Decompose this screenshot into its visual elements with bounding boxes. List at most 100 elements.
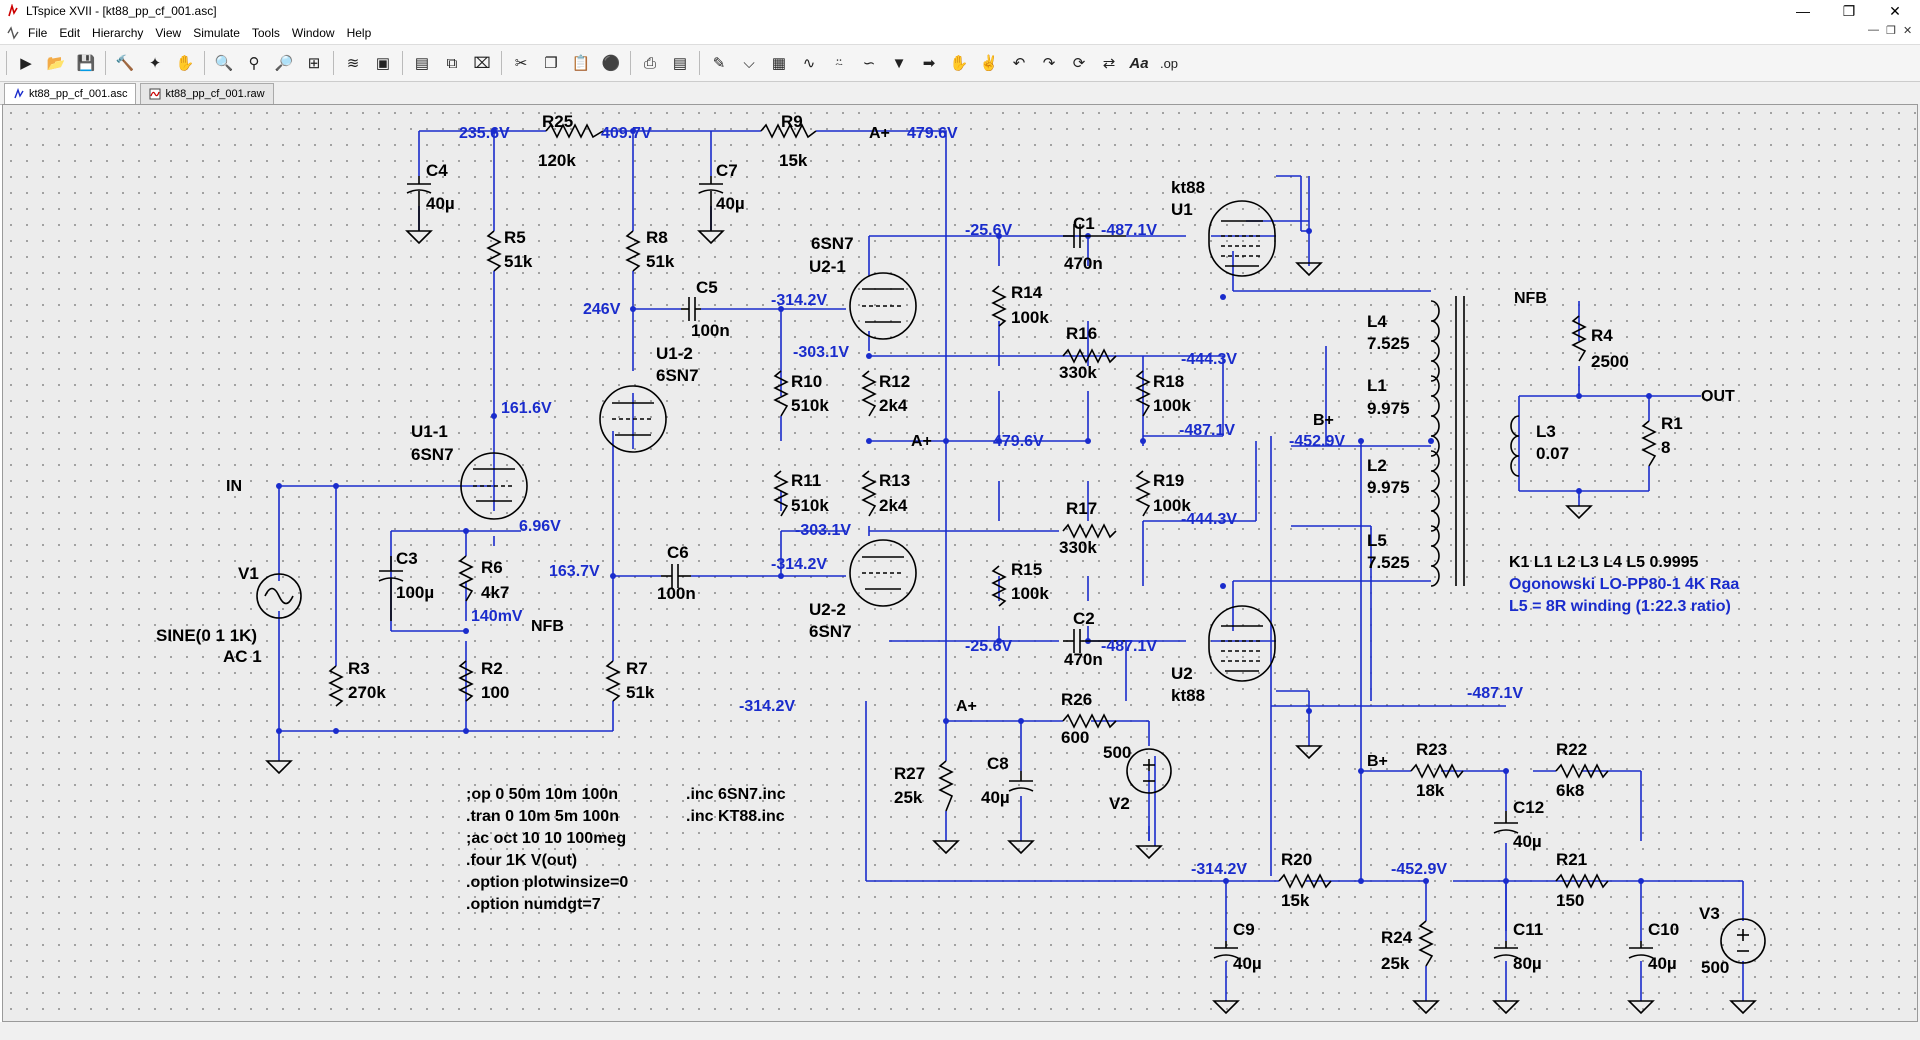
menu-file[interactable]: File xyxy=(28,26,48,40)
close-all-button[interactable]: ⌧ xyxy=(469,50,495,76)
resistor-r16 xyxy=(1062,348,1117,364)
net-label-in: IN xyxy=(226,478,242,495)
menu-hierarchy[interactable]: Hierarchy xyxy=(92,26,144,40)
voltage-label: 161.6V xyxy=(501,400,552,417)
tab-schematic[interactable]: kt88_pp_cf_001.asc xyxy=(4,83,137,104)
schematic-canvas[interactable]: 235.6V 409.7V 479.6V 246V 161.6V 6.96V 1… xyxy=(2,104,1918,1022)
rotate-button[interactable]: ⟳ xyxy=(1066,50,1092,76)
copy-button[interactable]: ❐ xyxy=(538,50,564,76)
find-button[interactable]: ⚫ xyxy=(598,50,624,76)
menu-tools[interactable]: Tools xyxy=(251,26,280,40)
mdi-restore-icon[interactable]: ❐ xyxy=(1886,25,1896,37)
print-setup-button[interactable]: ▤ xyxy=(667,50,693,76)
undo-button[interactable]: ↶ xyxy=(1006,50,1032,76)
tab-waveform[interactable]: kt88_pp_cf_001.raw xyxy=(140,83,274,104)
menu-window[interactable]: Window xyxy=(291,26,335,40)
directive-line: .tran 0 10m 5m 100n xyxy=(466,808,619,825)
diode-button[interactable]: ▼ xyxy=(886,50,912,76)
schematic-doc-icon[interactable] xyxy=(6,26,20,40)
redo-button[interactable]: ↷ xyxy=(1036,50,1062,76)
title-bar: LTspice XVII - [kt88_pp_cf_001.asc] xyxy=(0,0,1920,22)
resistor-button[interactable]: ∿ xyxy=(796,50,822,76)
zoom-back-icon: ⚲ xyxy=(248,55,260,72)
label-r22: R22 xyxy=(1556,740,1587,759)
inductor-l5 xyxy=(1430,525,1440,587)
capacitor-c5 xyxy=(681,297,701,321)
text-button[interactable]: Aa xyxy=(1126,50,1152,76)
value-c5: 100n xyxy=(691,321,730,340)
inductor-button[interactable]: ∽ xyxy=(856,50,882,76)
spice-directives[interactable]: ;op 0 50m 10m 100n .tran 0 10m 5m 100n ;… xyxy=(466,554,1739,913)
text-icon: Aa xyxy=(1129,54,1149,72)
menu-edit[interactable]: Edit xyxy=(59,26,81,40)
menu-help[interactable]: Help xyxy=(346,26,372,40)
zoom-in-button[interactable]: 🔍 xyxy=(211,50,237,76)
tab-label: kt88_pp_cf_001.raw xyxy=(165,88,265,100)
value-c3: 100µ xyxy=(396,583,434,602)
voltage-label: 6.96V xyxy=(519,518,561,535)
directive-line: .four 1K V(out) xyxy=(466,852,577,869)
label-c12: C12 xyxy=(1513,798,1544,817)
value-c12: 40µ xyxy=(1513,832,1542,851)
restore-button[interactable]: ❐ xyxy=(1826,0,1872,22)
label-r24: R24 xyxy=(1381,928,1413,947)
mdi-minimize-icon[interactable]: — xyxy=(1868,24,1879,36)
run-button[interactable]: ▶ xyxy=(13,50,39,76)
ground-button[interactable]: ⌵ xyxy=(736,50,762,76)
print-button[interactable]: ⎙ xyxy=(637,50,663,76)
resistor-r4 xyxy=(1571,315,1587,362)
toolbar-separator xyxy=(630,51,631,75)
label-r8: R8 xyxy=(646,228,668,247)
close-window-button[interactable]: ✕ xyxy=(1872,0,1918,22)
plot-button[interactable]: ≋ xyxy=(340,50,366,76)
pan-button[interactable]: ✋ xyxy=(172,50,198,76)
run-icon: ▶ xyxy=(20,55,32,72)
ground-icon xyxy=(265,760,293,775)
label-r23: R23 xyxy=(1416,740,1447,759)
save-button[interactable]: 💾 xyxy=(73,50,99,76)
move-button[interactable]: ✋ xyxy=(946,50,972,76)
draw-wire-button[interactable]: ✎ xyxy=(706,50,732,76)
menu-simulate[interactable]: Simulate xyxy=(193,26,240,40)
label-u2-type: kt88 xyxy=(1171,686,1205,705)
ground-icon: ⌵ xyxy=(743,54,755,72)
pentode-u2-kt88 xyxy=(1208,605,1276,682)
value-r10: 510k xyxy=(791,396,829,415)
tile-horizontal-button[interactable]: ▤ xyxy=(409,50,435,76)
component-button[interactable]: ➡ xyxy=(916,50,942,76)
inductor-l4 xyxy=(1430,300,1440,382)
control-panel-button[interactable]: 🔨 xyxy=(112,50,138,76)
cut-button[interactable]: ✂ xyxy=(508,50,534,76)
drag-button[interactable]: ✌ xyxy=(976,50,1002,76)
print-icon: ⎙ xyxy=(643,54,656,72)
menu-bar: File Edit Hierarchy View Simulate Tools … xyxy=(0,22,1920,44)
menu-view[interactable]: View xyxy=(155,26,182,40)
mdi-close-icon[interactable]: ✕ xyxy=(1903,25,1913,37)
label-l2: L2 xyxy=(1367,456,1387,475)
mirror-button[interactable]: ⇄ xyxy=(1096,50,1122,76)
zoom-fit-button[interactable]: ⊞ xyxy=(301,50,327,76)
draw-wire-icon: ✎ xyxy=(712,55,726,72)
junction-dots xyxy=(276,128,1652,884)
spice-directive-button[interactable]: .op xyxy=(1156,50,1182,76)
minimize-button[interactable]: — xyxy=(1780,0,1826,22)
cascade-button[interactable]: ⧉ xyxy=(439,50,465,76)
value-r20: 15k xyxy=(1281,891,1310,910)
label-net-button[interactable]: ▦ xyxy=(766,50,792,76)
zoom-back-button[interactable]: ⚲ xyxy=(241,50,267,76)
label-v2: V2 xyxy=(1109,794,1130,813)
control-panel-icon: 🔨 xyxy=(115,55,135,72)
directive-line: .option numdgt=7 xyxy=(466,896,601,913)
capacitor-button[interactable]: ⍨ xyxy=(826,50,852,76)
pick-visible-button[interactable]: ▣ xyxy=(370,50,396,76)
autorange-button[interactable]: ✦ xyxy=(142,50,168,76)
label-u1-1: U1-1 xyxy=(411,422,448,441)
paste-button[interactable]: 📋 xyxy=(568,50,594,76)
print-setup-icon: ▤ xyxy=(672,55,688,72)
open-button[interactable]: 📂 xyxy=(43,50,69,76)
component-labels: C4 40µ R25 120k C7 40µ R9 15k R5 51k R8 … xyxy=(156,112,1729,977)
diode-icon: ▼ xyxy=(891,54,907,72)
ground-icon xyxy=(697,230,725,245)
label-c9: C9 xyxy=(1233,920,1255,939)
zoom-out-button[interactable]: 🔎 xyxy=(271,50,297,76)
